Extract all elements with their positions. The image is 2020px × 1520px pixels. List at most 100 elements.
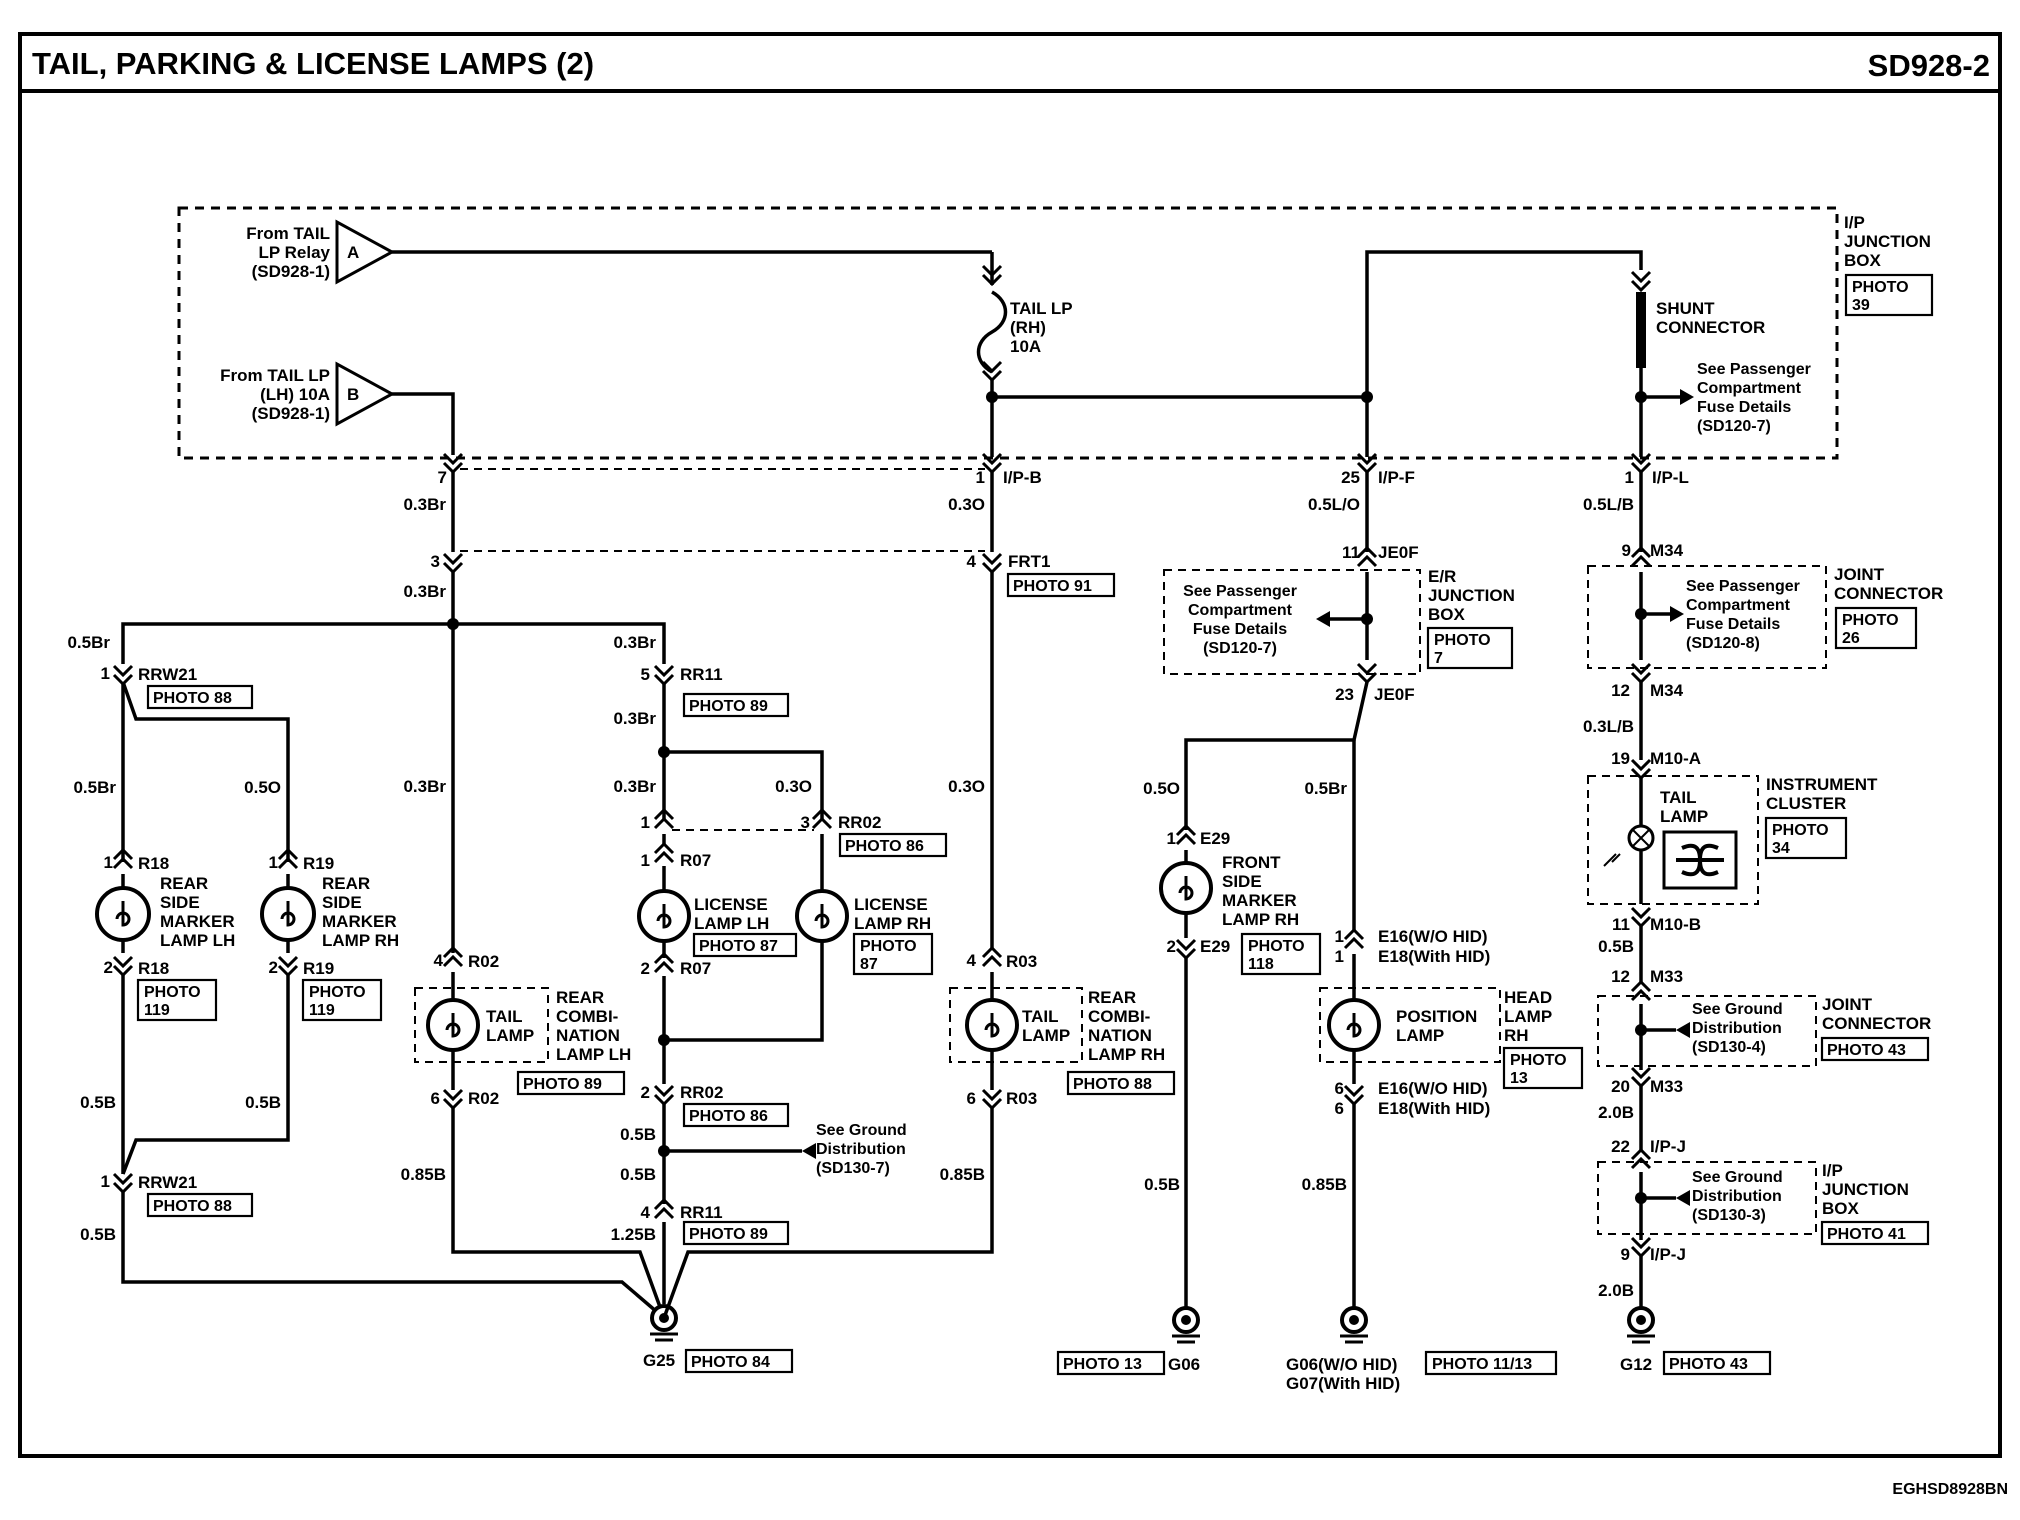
svg-text:0.3Br: 0.3Br [403,495,446,514]
svg-text:0.5B: 0.5B [80,1093,116,1112]
page-frame [18,32,2002,1458]
svg-text:11: 11 [1612,915,1630,934]
svg-text:PHOTO 89: PHOTO 89 [523,1076,602,1093]
svg-text:0.5Br: 0.5Br [73,778,116,797]
svg-text:22: 22 [1611,1137,1630,1156]
svg-text:I/P-F: I/P-F [1378,468,1415,487]
svg-text:I/P-B: I/P-B [1003,468,1042,487]
svg-text:R18: R18 [138,959,169,978]
svg-text:R07: R07 [680,959,711,978]
rrw21-photo-bottom: PHOTO 88 [153,1198,232,1215]
svg-text:1: 1 [1167,829,1176,848]
svg-text:19: 19 [1611,749,1630,768]
svg-text:I/P-J: I/P-J [1650,1137,1686,1156]
svg-text:0.5Br: 0.5Br [1304,779,1347,798]
svg-text:PHOTO 86: PHOTO 86 [689,1108,768,1125]
svg-text:3: 3 [801,813,810,832]
svg-text:0.3Br: 0.3Br [613,709,656,728]
svg-text:M10-B: M10-B [1650,915,1701,934]
svg-text:RR02: RR02 [838,813,881,832]
svg-text:2: 2 [269,958,278,977]
svg-text:E29: E29 [1200,829,1230,848]
svg-text:23: 23 [1335,685,1354,704]
svg-text:M10-A: M10-A [1650,749,1701,768]
source-a-flag [335,219,396,285]
svg-text:R02: R02 [468,1089,499,1108]
svg-text:4: 4 [641,1203,651,1222]
svg-text:PHOTO 84: PHOTO 84 [691,1354,770,1371]
svg-text:I/P-J: I/P-J [1650,1245,1686,1264]
svg-text:E18(With HID): E18(With HID) [1378,947,1490,966]
svg-text:JE0F: JE0F [1374,685,1415,704]
svg-text:0.5L/B: 0.5L/B [1583,495,1634,514]
svg-text:0.3O: 0.3O [775,777,812,796]
source-b-flag [335,361,396,427]
svg-text:PHOTO 43: PHOTO 43 [1827,1042,1906,1059]
svg-text:12: 12 [1611,681,1630,700]
svg-text:4: 4 [967,951,977,970]
svg-text:4: 4 [434,951,444,970]
svg-text:5: 5 [641,665,650,684]
svg-text:R07: R07 [680,851,711,870]
svg-text:R03: R03 [1006,1089,1037,1108]
svg-text:0.85B: 0.85B [401,1165,446,1184]
svg-text:R18: R18 [138,854,169,873]
source-a-id: A [347,243,359,262]
svg-text:E18(With HID): E18(With HID) [1378,1099,1490,1118]
svg-text:PHOTO 89: PHOTO 89 [689,1226,768,1243]
page-title: TAIL, PARKING & LICENSE LAMPS (2) [32,46,594,81]
frt1-photo: PHOTO 91 [1013,578,1092,595]
svg-text:RR11: RR11 [680,665,723,684]
svg-text:0.85B: 0.85B [1302,1175,1347,1194]
svg-text:0.5O: 0.5O [244,778,281,797]
svg-text:G06(W/O HID)G07(With HID): G06(W/O HID)G07(With HID) [1286,1355,1400,1393]
svg-text:PHOTO 43: PHOTO 43 [1669,1356,1748,1373]
svg-text:6: 6 [1335,1079,1344,1098]
tail-lp-rh-fuse [976,290,1008,374]
shunt-connector-bar [1636,292,1646,368]
source-b-id: B [347,385,359,404]
svg-text:6: 6 [967,1089,976,1108]
svg-text:1: 1 [104,853,113,872]
svg-text:3: 3 [431,552,440,571]
svg-text:1: 1 [1335,947,1344,966]
svg-text:PHOTO 13: PHOTO 13 [1063,1356,1142,1373]
svg-text:R19: R19 [303,854,334,873]
svg-text:0.3Br: 0.3Br [613,777,656,796]
svg-text:0.5L/O: 0.5L/O [1308,495,1360,514]
svg-text:12: 12 [1611,967,1630,986]
svg-text:6: 6 [1335,1099,1344,1118]
svg-text:1: 1 [1625,468,1634,487]
svg-text:25: 25 [1341,468,1360,487]
svg-text:PHOTO 87: PHOTO 87 [699,938,778,955]
svg-text:M34: M34 [1650,681,1684,700]
svg-text:7: 7 [438,468,447,487]
svg-text:R19: R19 [303,959,334,978]
svg-text:6: 6 [431,1089,440,1108]
svg-text:PHOTO 86: PHOTO 86 [845,838,924,855]
